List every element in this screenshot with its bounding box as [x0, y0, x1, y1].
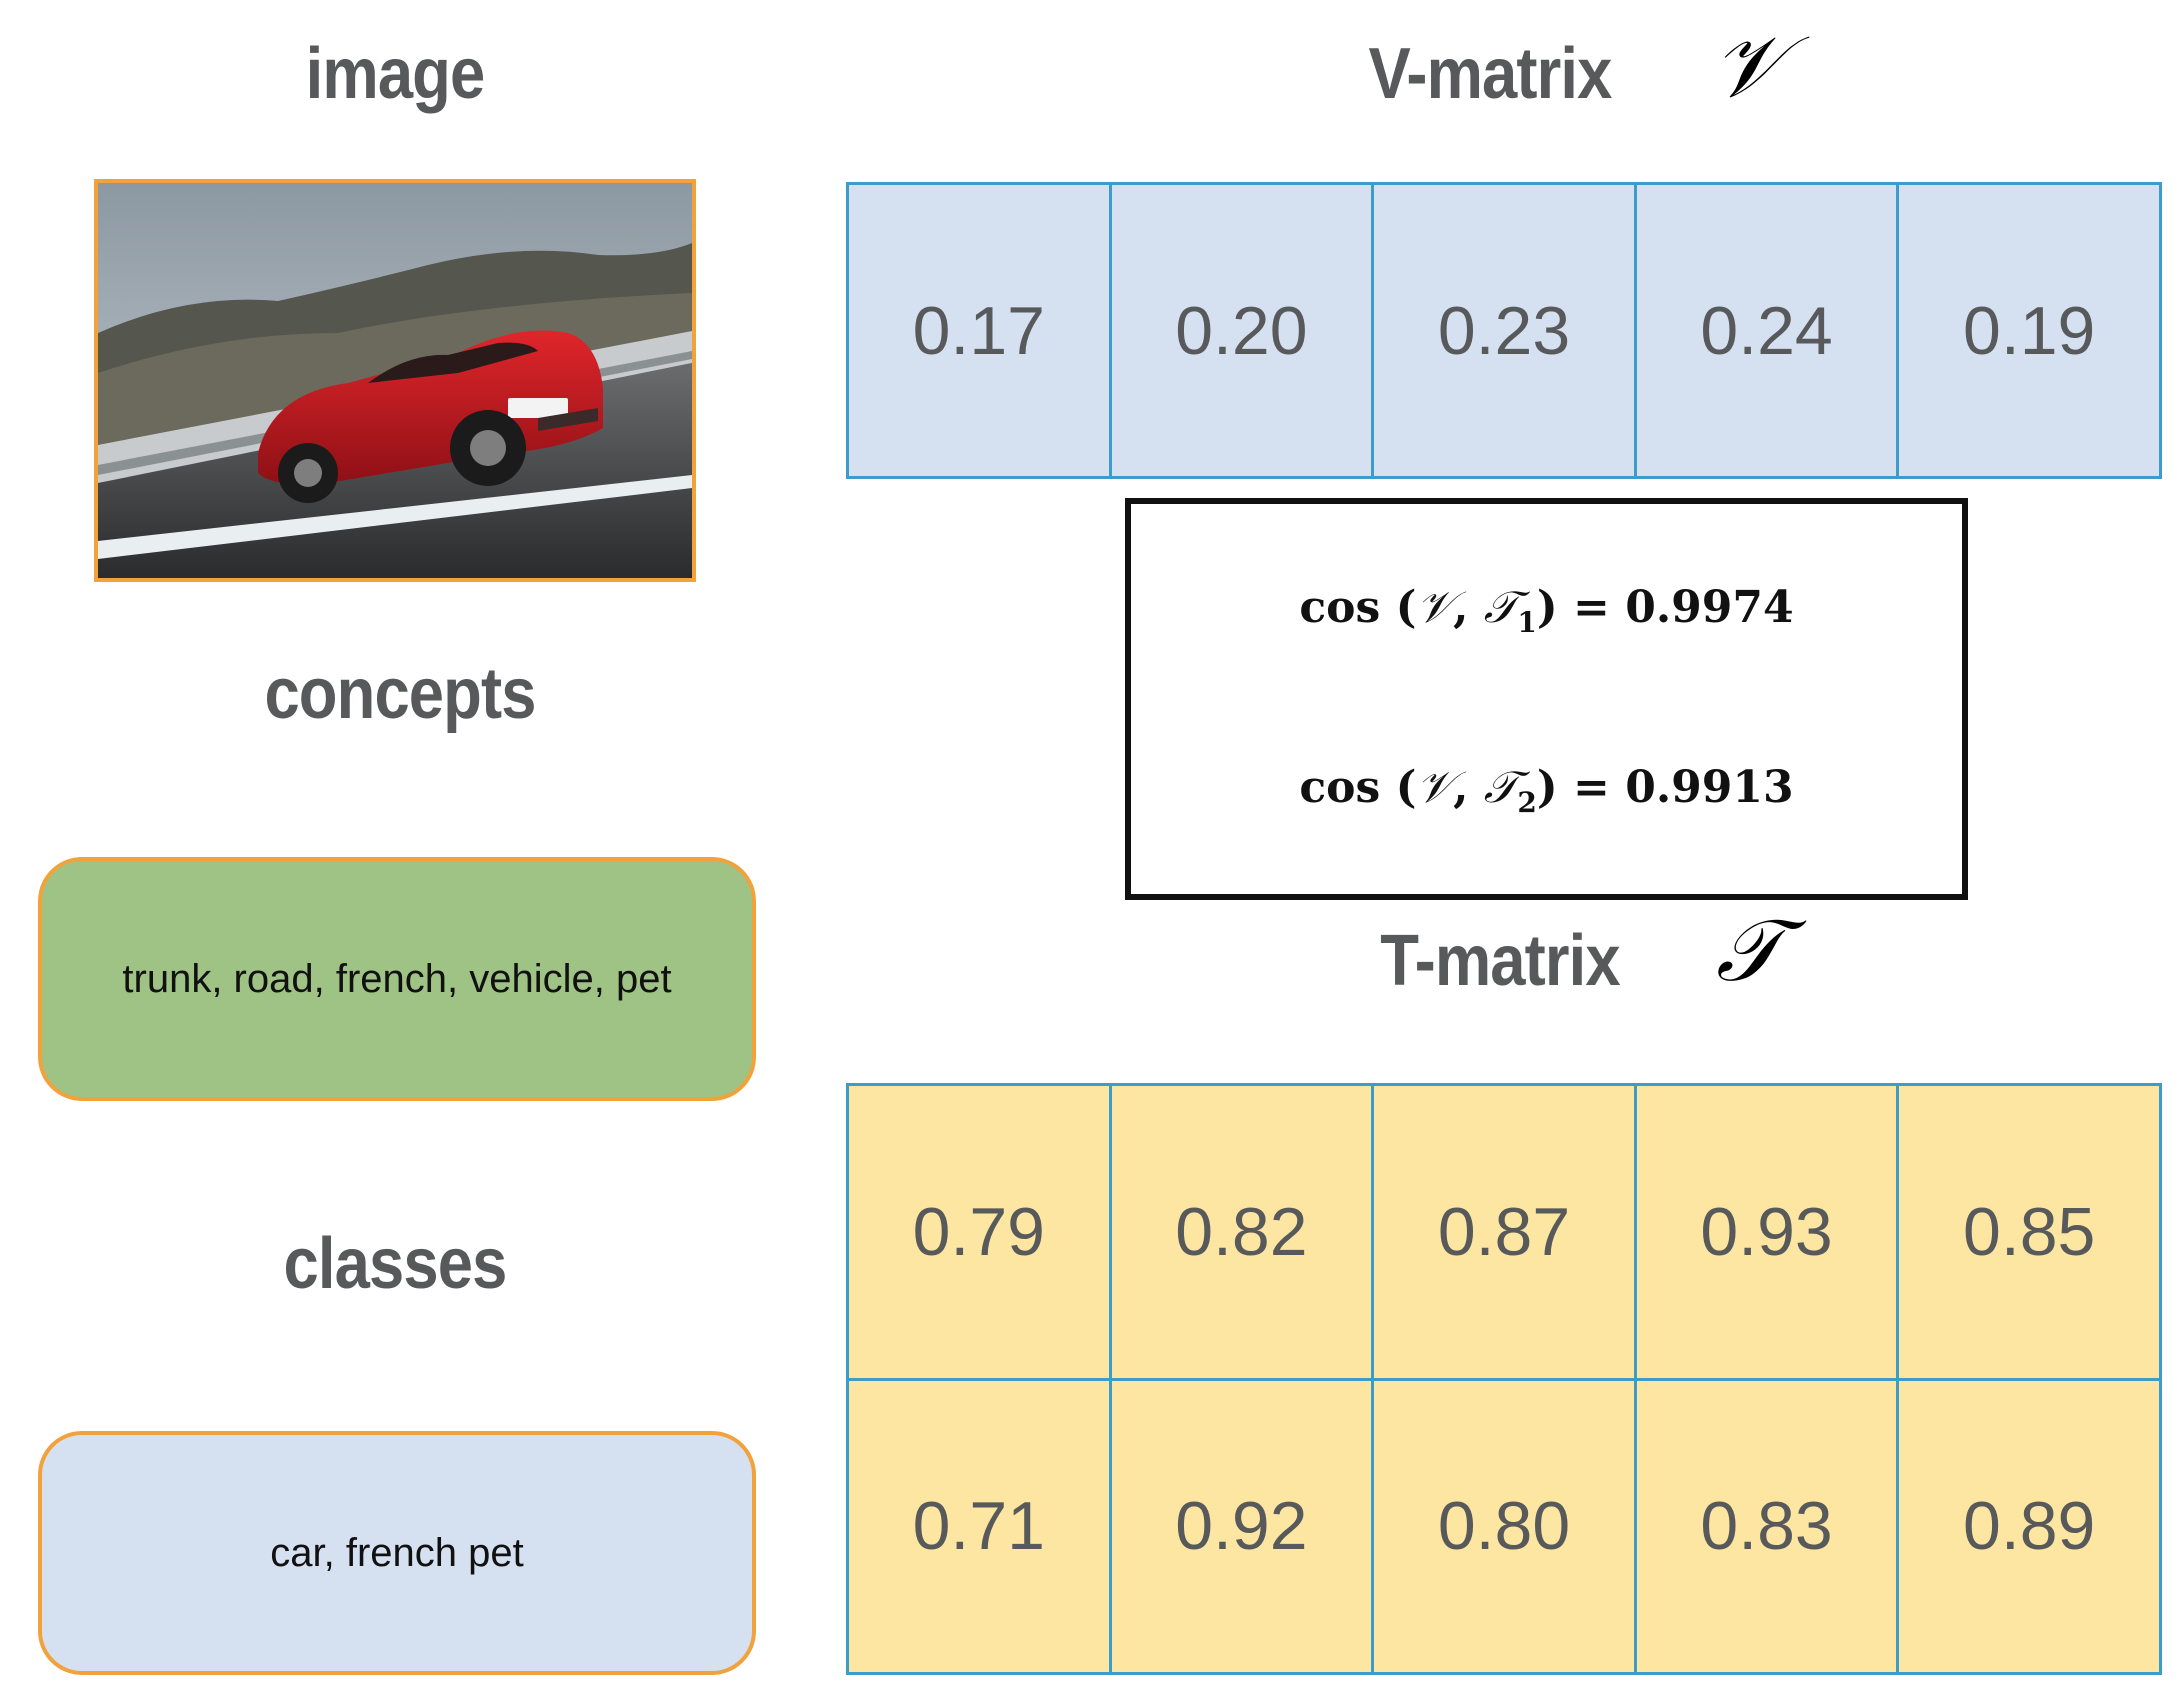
t-matrix-cell: 0.79 [849, 1086, 1112, 1381]
t-matrix-cell: 0.80 [1374, 1380, 1637, 1675]
t-matrix: 0.79 0.82 0.87 0.93 0.85 0.71 0.92 0.80 … [846, 1083, 2162, 1675]
t-matrix-cell: 0.85 [1899, 1086, 2162, 1381]
cosine-similarity-box: cos (𝒱, 𝒯1) = 0.9974 cos (𝒱, 𝒯2) = 0.991… [1125, 498, 1968, 900]
v-matrix: 0.17 0.20 0.23 0.24 0.19 [846, 182, 2162, 479]
t-matrix-cell: 0.93 [1636, 1086, 1900, 1381]
t-matrix-cell: 0.71 [849, 1380, 1112, 1675]
classes-heading: classes [283, 1224, 508, 1304]
v-matrix-cell: 0.23 [1374, 185, 1637, 479]
formula-1-v: 𝒱 [1416, 582, 1454, 633]
v-matrix-cell: 0.20 [1111, 185, 1375, 479]
t-symbol: 𝒯 [1716, 901, 1782, 1001]
v-matrix-cell: 0.19 [1899, 185, 2162, 479]
t-matrix-cell: 0.89 [1899, 1380, 2162, 1675]
classes-box: car, french pet [38, 1431, 756, 1675]
formula-1-value: 0.9974 [1625, 582, 1794, 633]
t-matrix-cell: 0.87 [1374, 1086, 1637, 1381]
formula-2-v: 𝒱 [1416, 762, 1454, 813]
formula-2: cos (𝒱, 𝒯2) = 0.9913 [1299, 762, 1794, 819]
t-matrix-cell: 0.82 [1111, 1086, 1375, 1381]
t-matrix-cell: 0.83 [1636, 1380, 1900, 1675]
v-matrix-cell: 0.17 [849, 185, 1112, 479]
t-matrix-heading: T-matrix [1380, 921, 1620, 1001]
formula-1-sub: 1 [1517, 605, 1537, 639]
formula-1-func: cos [1299, 582, 1381, 633]
formula-2-t: 𝒯 [1483, 762, 1518, 813]
formula-1: cos (𝒱, 𝒯1) = 0.9974 [1299, 582, 1794, 639]
t-matrix-cell: 0.92 [1111, 1380, 1375, 1675]
concepts-box: trunk, road, french, vehicle, pet [38, 857, 756, 1101]
formula-2-sub: 2 [1517, 785, 1537, 819]
car-photo-illustration [98, 183, 692, 578]
formula-1-t: 𝒯 [1483, 582, 1518, 633]
concepts-text: trunk, road, french, vehicle, pet [122, 956, 672, 1001]
v-matrix-heading: V-matrix [1368, 34, 1612, 114]
concepts-heading: concepts [264, 654, 536, 734]
formula-2-value: 0.9913 [1625, 762, 1794, 813]
classes-text: car, french pet [270, 1530, 524, 1575]
image-heading: image [305, 34, 486, 114]
v-matrix-cell: 0.24 [1636, 185, 1900, 479]
formula-2-func: cos [1299, 762, 1381, 813]
v-symbol: 𝒱 [1712, 17, 1784, 117]
car-photo [94, 179, 696, 582]
